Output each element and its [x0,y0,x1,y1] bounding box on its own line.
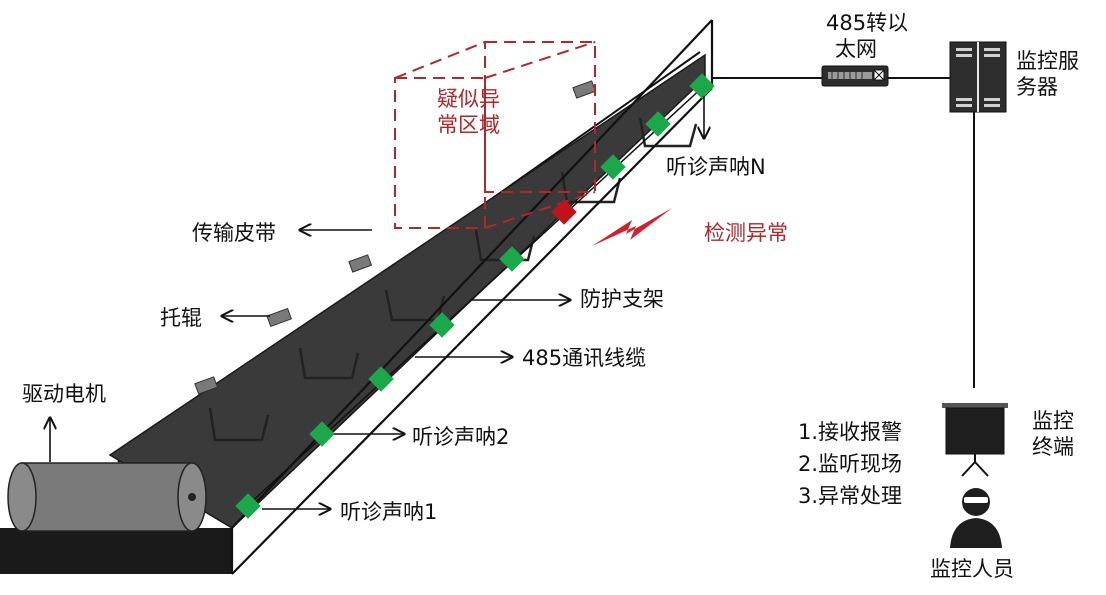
sensor-marker [309,421,335,447]
converter-label-line2: 太网 [835,37,877,61]
converter-label: 485转以 太网 [826,10,909,62]
steps-list: 1.接收报警 2.监听现场 3.异常处理 [798,416,902,512]
motor-label: 驱动电机 [22,382,106,406]
step-item: 3.异常处理 [798,484,903,508]
converter-label-line1: 485转以 [826,11,909,35]
sensor-n-label: 听诊声呐N [666,155,766,179]
sensor-marker [429,312,455,338]
drive-motor [7,462,207,532]
lightning-icon [592,208,672,246]
server-label-line1: 监控服 [1016,49,1079,73]
sensor-marker [499,246,525,272]
suspect-region-label: 疑似异 常区域 [437,86,500,138]
terminal-label: 监控 终端 [1032,408,1074,460]
suspect-region-label-line2: 常区域 [437,113,500,137]
network-switch-icon [821,65,889,87]
sensor-2-label: 听诊声呐2 [412,425,510,449]
network-lines [712,77,975,388]
suspect-region-box [394,41,596,229]
pointer-arrows [50,96,704,509]
suspect-region-label-line1: 疑似异 [437,87,500,111]
step-item: 1.接收报警 [798,420,903,444]
guard-frame-label: 防护支架 [580,287,664,311]
detect-abnormal-label: 检测异常 [704,221,788,245]
terminal-label-line1: 监控 [1032,409,1074,433]
operator-label: 监控人员 [930,557,1014,581]
belt-label: 传输皮带 [192,221,276,245]
sensor-alarm-marker [551,199,577,225]
step-item: 2.监听现场 [798,452,903,476]
guard-frame-front [230,19,714,575]
sensors [235,73,715,519]
sensor-marker [600,154,626,180]
sensor-marker [689,73,715,99]
cable-label: 485通讯线缆 [522,346,647,370]
server-label: 监控服 务器 [1016,48,1079,100]
ground-base [0,528,232,574]
rollers [194,80,597,395]
sensor-1-label: 听诊声呐1 [340,500,438,524]
projector-screen-icon [942,403,1008,477]
sensor-marker [645,111,671,137]
roller-label: 托辊 [160,306,202,330]
server-rack-icon [949,41,1007,113]
terminal-label-line2: 终端 [1032,435,1074,459]
sensor-marker [235,493,261,519]
sensor-marker [368,366,394,392]
person-icon [950,488,1002,548]
server-label-line2: 务器 [1016,75,1058,99]
